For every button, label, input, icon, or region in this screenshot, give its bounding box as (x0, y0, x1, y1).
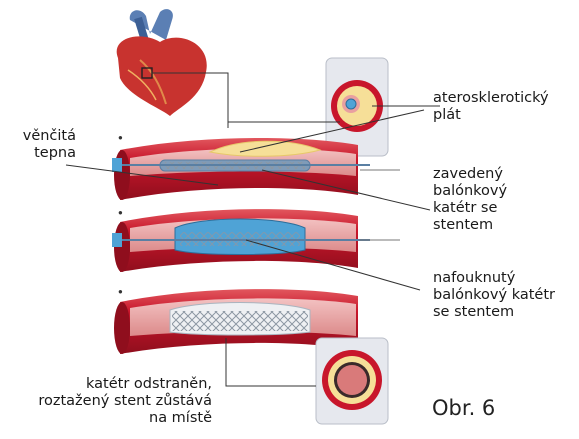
heart-icon (117, 9, 207, 116)
catheter-hub-1 (112, 158, 122, 172)
figure-number: Obr. 6 (432, 396, 495, 420)
stent-mesh (172, 311, 308, 331)
panel-bottom-leader (226, 338, 316, 386)
label-catheter-removed: katétr odstraněn, roztažený stent zůstáv… (0, 376, 212, 427)
step-marker-2: ● (118, 208, 123, 217)
artery-cross-section-stent (322, 350, 382, 410)
step-marker-3: ● (118, 287, 123, 296)
artery-stage-1 (112, 138, 370, 200)
step-marker-1: ● (118, 133, 123, 142)
label-inserted-catheter: zavedený balónkový katétr se stentem (433, 166, 507, 234)
panel-top-leader (228, 122, 340, 128)
label-coronary-artery: věnčitá tepna (0, 128, 76, 162)
label-plaque: aterosklerotický plát (433, 90, 549, 124)
catheter-hub-2 (112, 233, 122, 247)
label-inflated-catheter: nafouknutý balónkový katétr se stentem (433, 270, 555, 321)
artery-stage-2 (112, 209, 370, 272)
